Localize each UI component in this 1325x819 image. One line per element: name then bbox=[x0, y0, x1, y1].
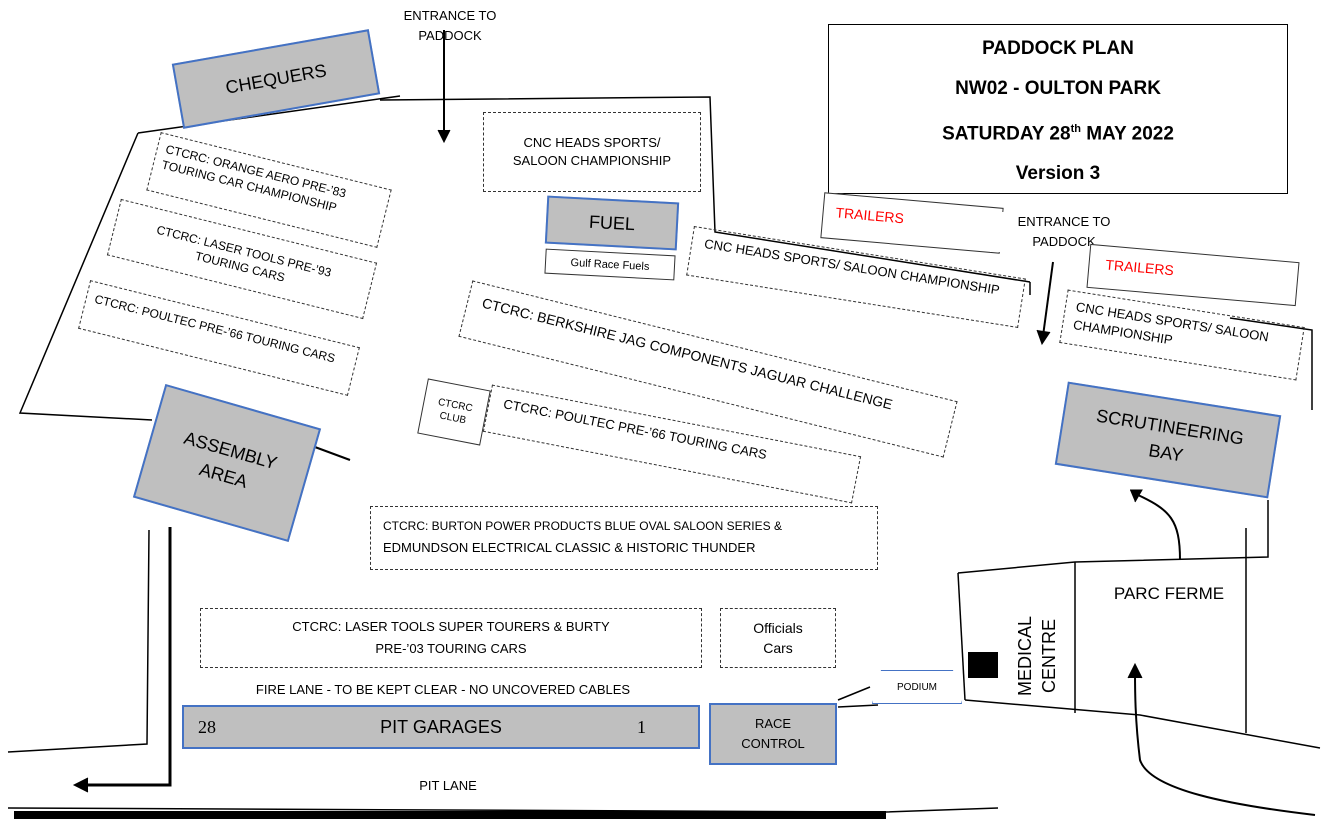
zone-burton-power: CTCRC: BURTON POWER PRODUCTS BLUE OVAL S… bbox=[370, 506, 878, 570]
pit-garage-first-number: 28 bbox=[198, 717, 216, 737]
burton-line-2: EDMUNDSON ELECTRICAL CLASSIC & HISTORIC … bbox=[383, 540, 756, 555]
medical-centre-marker bbox=[968, 652, 998, 678]
entrance-label-right: ENTRANCE TO PADDOCK bbox=[990, 212, 1138, 252]
race-control: RACE CONTROL bbox=[709, 703, 837, 765]
title-line-1: PADDOCK PLAN bbox=[982, 38, 1134, 59]
pit-garages: 28 PIT GARAGES 1 bbox=[182, 705, 700, 749]
pit-garages-label: PIT GARAGES bbox=[380, 717, 502, 737]
zone-laser-tools-03: CTCRC: LASER TOOLS SUPER TOURERS & BURTY… bbox=[200, 608, 702, 668]
pit-garage-last-number: 1 bbox=[637, 717, 646, 737]
title-line-3: SATURDAY 28th MAY 2022 bbox=[942, 123, 1174, 145]
title-box: PADDOCK PLAN NW02 - OULTON PARK SATURDAY… bbox=[828, 24, 1288, 194]
fire-lane-label: FIRE LANE - TO BE KEPT CLEAR - NO UNCOVE… bbox=[255, 682, 631, 697]
podium: PODIUM bbox=[872, 670, 962, 704]
fuel-area: FUEL bbox=[544, 195, 680, 251]
zone-cnc-heads-top: CNC HEADS SPORTS/ SALOON CHAMPIONSHIP bbox=[483, 112, 701, 192]
pit-lane-label: PIT LANE bbox=[419, 778, 477, 793]
title-line-2: NW02 - OULTON PARK bbox=[955, 78, 1161, 99]
ctcrc-club-area: CTCRC CLUB bbox=[417, 378, 491, 446]
burton-line-1: CTCRC: BURTON POWER PRODUCTS BLUE OVAL S… bbox=[383, 519, 782, 533]
parc-ferme-label: PARC FERME bbox=[1113, 584, 1225, 603]
medical-centre-label: MEDICAL CENTRE bbox=[1015, 616, 1059, 697]
title-line-4: Version 3 bbox=[1015, 163, 1101, 185]
entrance-label-top: ENTRANCE TO PADDOCK bbox=[403, 8, 497, 43]
officials-cars-area: Officials Cars bbox=[720, 608, 836, 668]
